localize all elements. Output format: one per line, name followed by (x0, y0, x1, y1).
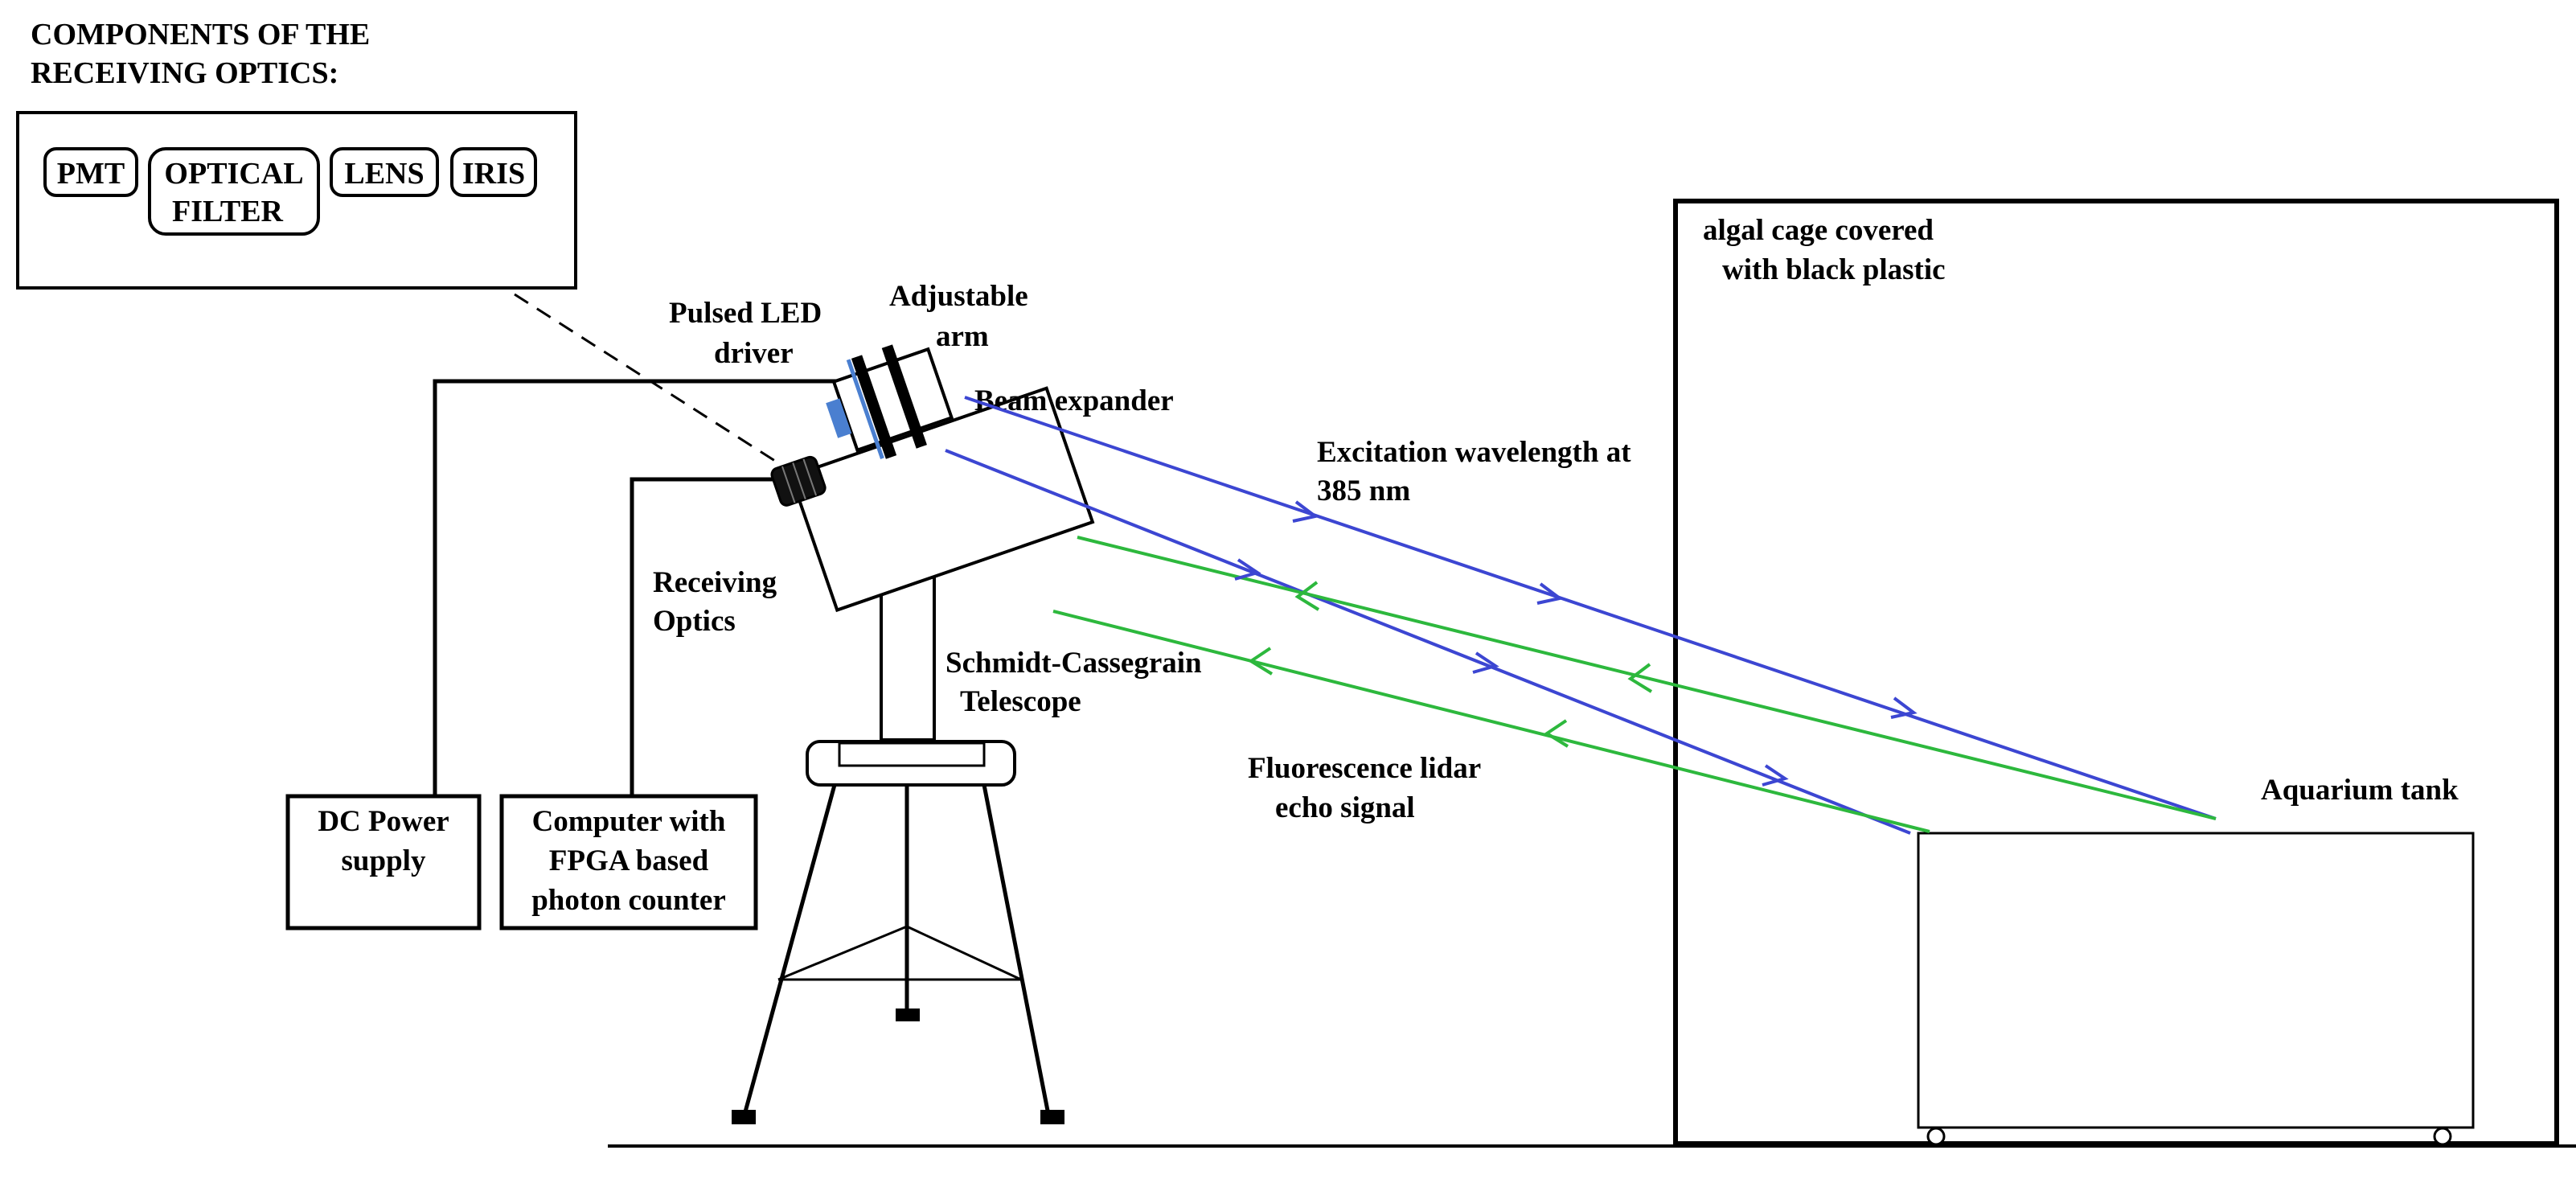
tripod-brace-left (777, 925, 908, 981)
blue-arrow-6 (1762, 764, 1789, 787)
beam-expander-label: Beam expander (974, 384, 1174, 417)
components-title-line2: RECEIVING OPTICS: (31, 56, 338, 90)
echo-signal-lower (1052, 610, 1930, 833)
green-arrow-1 (1294, 581, 1320, 611)
components-title: COMPONENTS OF THE RECEIVING OPTICS: (31, 18, 370, 90)
tripod-head-inner (838, 741, 986, 767)
adjustable-arm-accent (846, 359, 884, 459)
dc-power-box (285, 794, 482, 930)
fluorescence-label-2: echo signal (1275, 791, 1415, 824)
pulsed-led-label-1: Pulsed LED (669, 297, 822, 330)
pmt-label: PMT (57, 157, 125, 191)
algal-cage-label-1: algal cage covered (1703, 214, 1934, 247)
green-arrow-3 (1248, 647, 1274, 676)
optical-filter-label-2: FILTER (172, 195, 284, 228)
iris-chip (450, 147, 537, 197)
pmt-chip (43, 147, 138, 197)
computer-label-3: photon counter (531, 884, 726, 917)
excitation-beams (945, 396, 2217, 835)
telescope-label-2: Telescope (960, 685, 1081, 718)
led-emitter (826, 398, 852, 438)
tripod-brace-right (906, 925, 1022, 981)
adjustable-arm-label-2: arm (936, 320, 989, 353)
data-cable (630, 477, 778, 796)
components-box (16, 111, 577, 290)
telescope-label-1: Schmidt-Cassegrain (945, 647, 1202, 680)
tank-wheel-right (2433, 1127, 2452, 1146)
blue-arrow-3 (1890, 696, 1918, 719)
dc-power-label-1: DC Power (318, 805, 449, 838)
tripod-foot-center (896, 1009, 920, 1021)
fluorescence-label-1: Fluorescence lidar (1248, 752, 1481, 785)
excitation-beam-upper (964, 396, 2217, 820)
tripod-leg-left (742, 784, 837, 1115)
power-cable (433, 379, 836, 796)
green-arrow-2 (1627, 663, 1653, 693)
iris-label: IRIS (462, 157, 525, 191)
excitation-beam-lower (945, 449, 1911, 835)
tank-wheel-left (1926, 1127, 1946, 1146)
algal-cage-label-2: with black plastic (1722, 253, 1946, 286)
components-title-line1: COMPONENTS OF THE (31, 18, 370, 51)
green-arrow-4 (1544, 719, 1569, 748)
tripod-leg-right (982, 784, 1051, 1115)
excitation-label-1: Excitation wavelength at (1317, 436, 1631, 469)
computer-label-2: FPGA based (549, 844, 709, 877)
blue-arrow-5 (1472, 651, 1499, 674)
tripod-foot-left (732, 1110, 756, 1124)
receiving-optics-label-1: Receiving (653, 566, 777, 599)
beam-expander-group (826, 344, 954, 459)
lens-label: LENS (344, 157, 424, 191)
algal-cage (1673, 199, 2559, 1146)
echo-signals (1052, 536, 2217, 833)
computer-box (499, 794, 758, 930)
tripod (732, 740, 1064, 1124)
echo-signal-upper (1077, 536, 2217, 820)
receiving-optics-eyepiece (770, 455, 827, 507)
optical-filter-label-1: OPTICAL (164, 157, 303, 191)
dc-power-label-2: supply (342, 844, 426, 877)
adjustable-arm-plate-2 (881, 344, 927, 449)
blue-arrow-4 (1234, 558, 1261, 581)
adjustable-arm-label-1: Adjustable (889, 280, 1028, 313)
beam-arrows (1234, 500, 1918, 787)
receiving-optics-label-2: Optics (653, 605, 736, 638)
lens-chip (330, 147, 439, 197)
aquarium-tank-label: Aquarium tank (2261, 774, 2459, 807)
excitation-label-2: 385 nm (1317, 474, 1410, 507)
blue-arrow-2 (1536, 582, 1564, 605)
blue-arrow-1 (1292, 500, 1319, 523)
aquarium-tank (1917, 832, 2475, 1129)
optical-filter-chip (148, 147, 320, 236)
tripod-foot-right (1040, 1110, 1064, 1124)
computer-label-1: Computer with (532, 805, 726, 838)
pulsed-led-label-2: driver (714, 337, 794, 370)
adjustable-arm-plate-1 (851, 355, 897, 459)
